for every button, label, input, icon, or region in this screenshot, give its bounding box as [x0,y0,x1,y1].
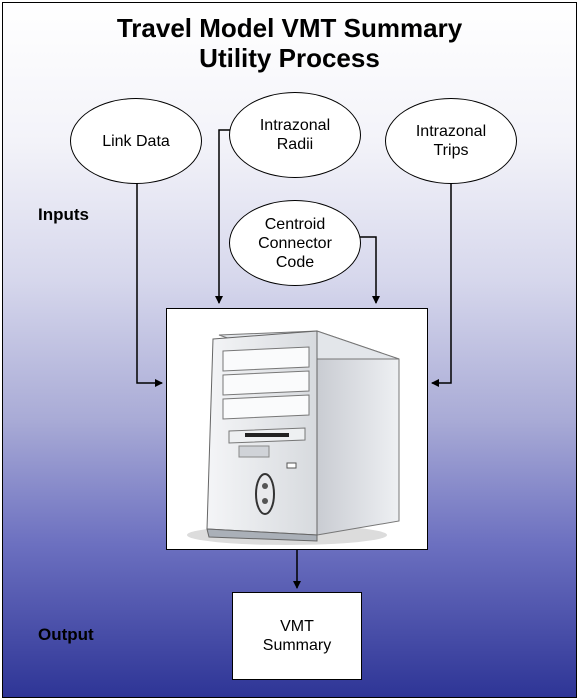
input-oval-centroid-connector-code: Centroid Connector Code [229,200,361,286]
computer-process-box [166,308,428,550]
arrow-intrazonal-trips [431,182,452,387]
diagram-title-line2: Utility Process [199,43,380,73]
input-oval-intrazonal-radii-label: Intrazonal Radii [259,117,331,153]
arrow-intrazonal-radii [215,129,235,304]
input-oval-intrazonal-radii: Intrazonal Radii [229,92,361,178]
input-oval-intrazonal-trips-label: Intrazonal Trips [415,123,487,159]
output-vmt-summary-label: VMT Summary [262,618,332,654]
diagram-title-line1: Travel Model VMT Summary [116,13,463,43]
arrow-link-data [136,182,163,387]
output-vmt-summary-box: VMT Summary [232,592,362,680]
arrow-centroid-connector [359,236,380,304]
input-oval-centroid-connector-code-label: Centroid Connector Code [258,215,332,271]
inputs-section-label: Inputs [38,205,89,224]
computer-tower-icon [187,330,400,545]
output-section-label: Output [38,625,94,644]
input-oval-intrazonal-trips: Intrazonal Trips [385,98,517,184]
input-oval-link-data: Link Data [70,98,202,184]
input-oval-link-data-label: Link Data [102,132,170,150]
